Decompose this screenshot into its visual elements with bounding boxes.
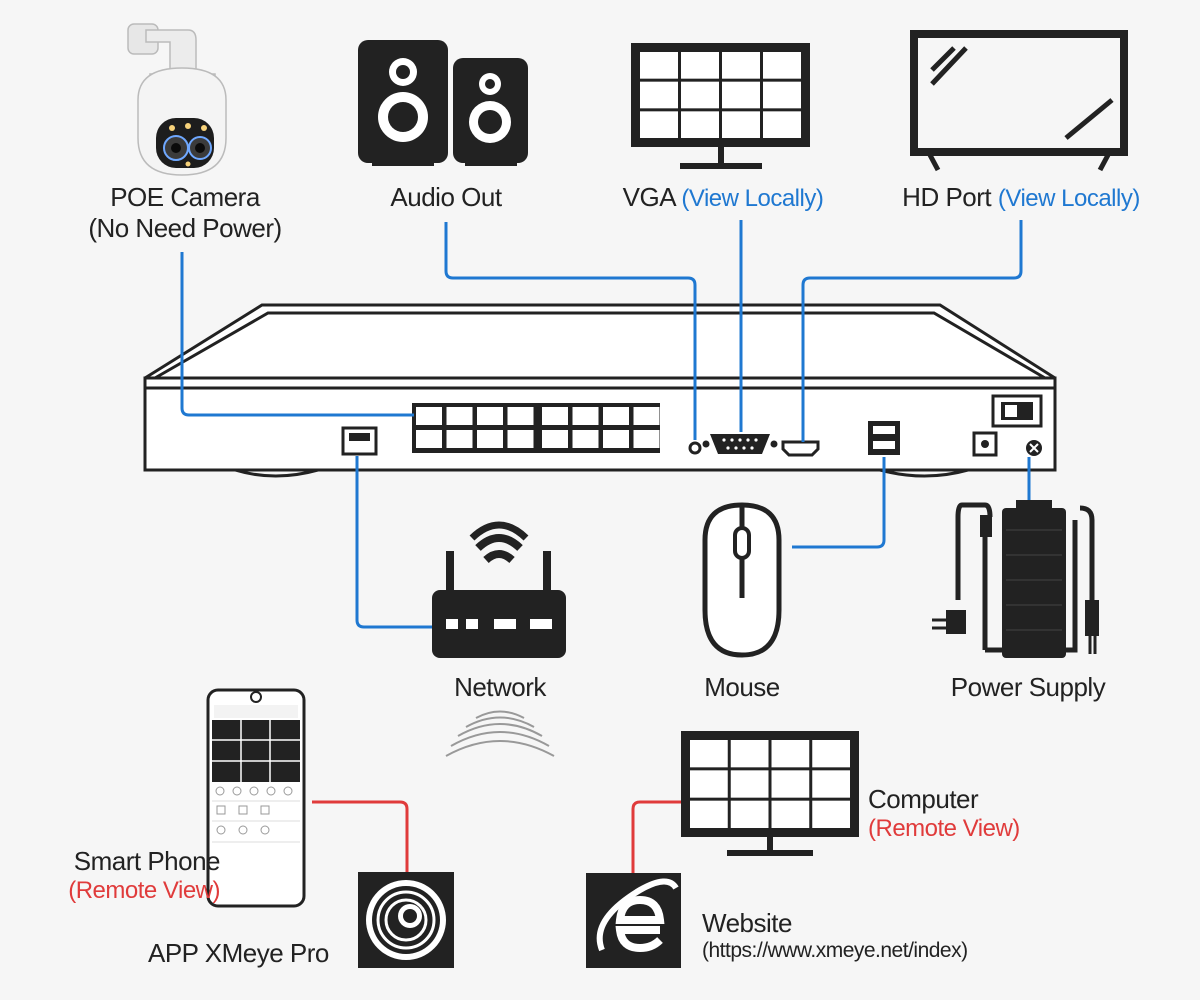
poe-port-pin bbox=[547, 442, 563, 446]
vga-note: (View Locally) bbox=[681, 185, 824, 212]
poe-port-pin bbox=[638, 409, 655, 413]
computer-monitor-tile bbox=[730, 800, 769, 828]
app-label: APP XMeye Pro bbox=[148, 938, 329, 968]
hd-port-note: (View Locally) bbox=[997, 185, 1140, 212]
vga-label: VGA (View Locally) bbox=[606, 182, 840, 213]
audio-speakers-icon bbox=[358, 40, 528, 166]
power-supply-icon bbox=[932, 500, 1099, 658]
hd-port-title: HD Port bbox=[902, 182, 992, 212]
website-label: Website (https://www.xmeye.net/index) bbox=[702, 908, 1012, 963]
computer-monitor-icon bbox=[681, 731, 859, 856]
power-supply-label: Power Supply bbox=[950, 672, 1106, 702]
remote-connection-lines bbox=[312, 800, 683, 883]
smart-phone-icon bbox=[206, 688, 306, 908]
usb-ports bbox=[868, 421, 900, 455]
vga-monitor-tile bbox=[640, 52, 678, 79]
poe-port-block bbox=[412, 403, 660, 453]
vga-monitor-tile bbox=[681, 52, 719, 79]
network-label: Network bbox=[454, 672, 546, 702]
computer-monitor-tile bbox=[771, 800, 810, 828]
computer-monitor-tile bbox=[812, 770, 850, 798]
computer-title: Computer bbox=[868, 784, 979, 814]
computer-monitor-tile bbox=[771, 770, 810, 798]
poe-port-pin bbox=[577, 442, 594, 446]
poe-port-pin bbox=[451, 409, 468, 413]
mouse-icon bbox=[702, 502, 782, 658]
computer-monitor-tile bbox=[690, 740, 728, 768]
vga-monitor-tile bbox=[681, 81, 719, 109]
vga-monitor-tile bbox=[640, 81, 678, 109]
computer-monitor-tile bbox=[812, 740, 850, 768]
vga-monitor-tile bbox=[640, 111, 678, 138]
power-switch bbox=[991, 394, 1043, 428]
vga-title: VGA bbox=[622, 182, 675, 212]
dc-power-jack bbox=[972, 431, 998, 457]
wireless-signal-icon bbox=[445, 710, 555, 757]
vga-monitor-icon bbox=[631, 43, 810, 169]
mouse-label: Mouse bbox=[704, 672, 780, 702]
poe-port-pin bbox=[577, 409, 594, 413]
website-browser-icon bbox=[586, 873, 681, 968]
hd-tv-icon bbox=[910, 30, 1128, 172]
xmeye-app-icon bbox=[358, 872, 454, 968]
vga-port bbox=[702, 434, 778, 454]
poe-port-pin bbox=[547, 409, 563, 413]
smart-phone-title: Smart Phone bbox=[73, 846, 221, 876]
vga-monitor-tile bbox=[722, 52, 760, 79]
smart-phone-note: (Remote View) bbox=[68, 877, 220, 904]
vga-monitor-tile bbox=[763, 52, 801, 79]
vga-monitor-tile bbox=[681, 111, 719, 138]
poe-camera-title: POE Camera bbox=[110, 182, 260, 212]
poe-port-pin bbox=[608, 442, 624, 446]
hd-port-label: HD Port (View Locally) bbox=[890, 182, 1152, 213]
poe-port-pin bbox=[482, 409, 498, 413]
computer-monitor-tile bbox=[690, 800, 728, 828]
poe-port-pin bbox=[608, 409, 624, 413]
vga-monitor-tile bbox=[763, 81, 801, 109]
vga-monitor-tile bbox=[722, 111, 760, 138]
lan-port bbox=[341, 426, 378, 456]
hdmi-port bbox=[781, 440, 820, 457]
website-title: Website bbox=[702, 908, 792, 938]
computer-monitor-tile bbox=[730, 770, 769, 798]
poe-port-pin bbox=[512, 409, 529, 413]
computer-monitor-tile bbox=[771, 740, 810, 768]
audio-out-label: Audio Out bbox=[390, 182, 502, 212]
vga-monitor-tile bbox=[763, 111, 801, 138]
computer-monitor-tile bbox=[812, 800, 850, 828]
audio-jack bbox=[688, 441, 702, 455]
smart-phone-label: Smart Phone (Remote View) bbox=[30, 846, 220, 905]
poe-camera-label: POE Camera (No Need Power) bbox=[60, 182, 310, 244]
computer-monitor-tile bbox=[730, 740, 769, 768]
poe-port-pin bbox=[421, 442, 437, 446]
poe-camera-note: (No Need Power) bbox=[88, 213, 282, 243]
vga-monitor-tile bbox=[722, 81, 760, 109]
local-connection-lines bbox=[180, 220, 1031, 629]
computer-monitor-tile bbox=[690, 770, 728, 798]
poe-port-pin bbox=[512, 442, 529, 446]
computer-label: Computer (Remote View) bbox=[868, 784, 1038, 843]
ground-screw bbox=[1026, 440, 1042, 456]
poe-port-pin bbox=[421, 409, 437, 413]
website-url: (https://www.xmeye.net/index) bbox=[702, 939, 968, 962]
poe-port-pin bbox=[638, 442, 655, 446]
poe-camera-icon bbox=[127, 23, 227, 176]
poe-port-pin bbox=[482, 442, 498, 446]
poe-port-pin bbox=[451, 442, 468, 446]
router-icon bbox=[432, 521, 566, 658]
computer-note: (Remote View) bbox=[868, 815, 1020, 842]
